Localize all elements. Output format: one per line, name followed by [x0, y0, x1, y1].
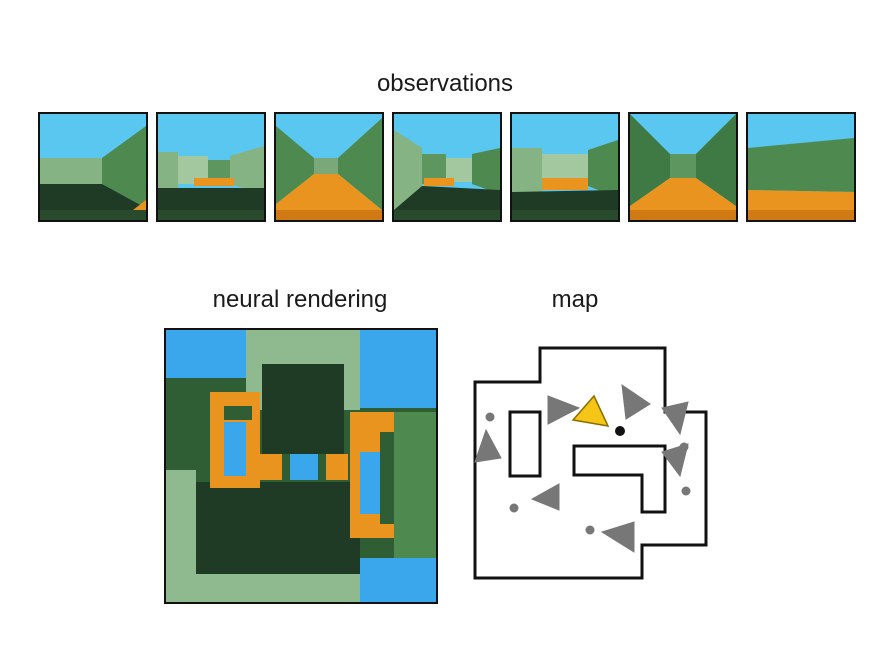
- observation-frame-4: [392, 112, 502, 222]
- previous-pose-marker: [475, 430, 501, 462]
- map-inner-wall-left: [510, 412, 540, 476]
- agent-position-dot: [615, 426, 625, 436]
- previous-pose-dot: [680, 443, 688, 451]
- observation-frame-7: [746, 112, 856, 222]
- observation-strip: [38, 112, 856, 222]
- previous-pose-dot: [486, 413, 494, 421]
- observation-frame-6: [628, 112, 738, 222]
- neural-rendering-image: [164, 328, 438, 604]
- previous-pose-dot: [682, 487, 690, 495]
- previous-pose-marker: [622, 385, 650, 419]
- previous-pose-dot: [586, 526, 594, 534]
- previous-pose-marker: [532, 484, 559, 510]
- map-title: map: [520, 286, 630, 314]
- map-inner-wall-l: [574, 446, 665, 512]
- previous-pose-marker: [602, 522, 634, 552]
- map-diagram: [462, 340, 732, 595]
- observation-frame-2: [156, 112, 266, 222]
- previous-pose-dot: [510, 504, 518, 512]
- observations-title: observations: [345, 70, 545, 98]
- observation-frame-1: [38, 112, 148, 222]
- observation-frame-3: [274, 112, 384, 222]
- neural-rendering-title: neural rendering: [165, 286, 435, 314]
- agent-pose-marker: [573, 396, 608, 426]
- observation-frame-5: [510, 112, 620, 222]
- previous-pose-marker: [662, 402, 688, 434]
